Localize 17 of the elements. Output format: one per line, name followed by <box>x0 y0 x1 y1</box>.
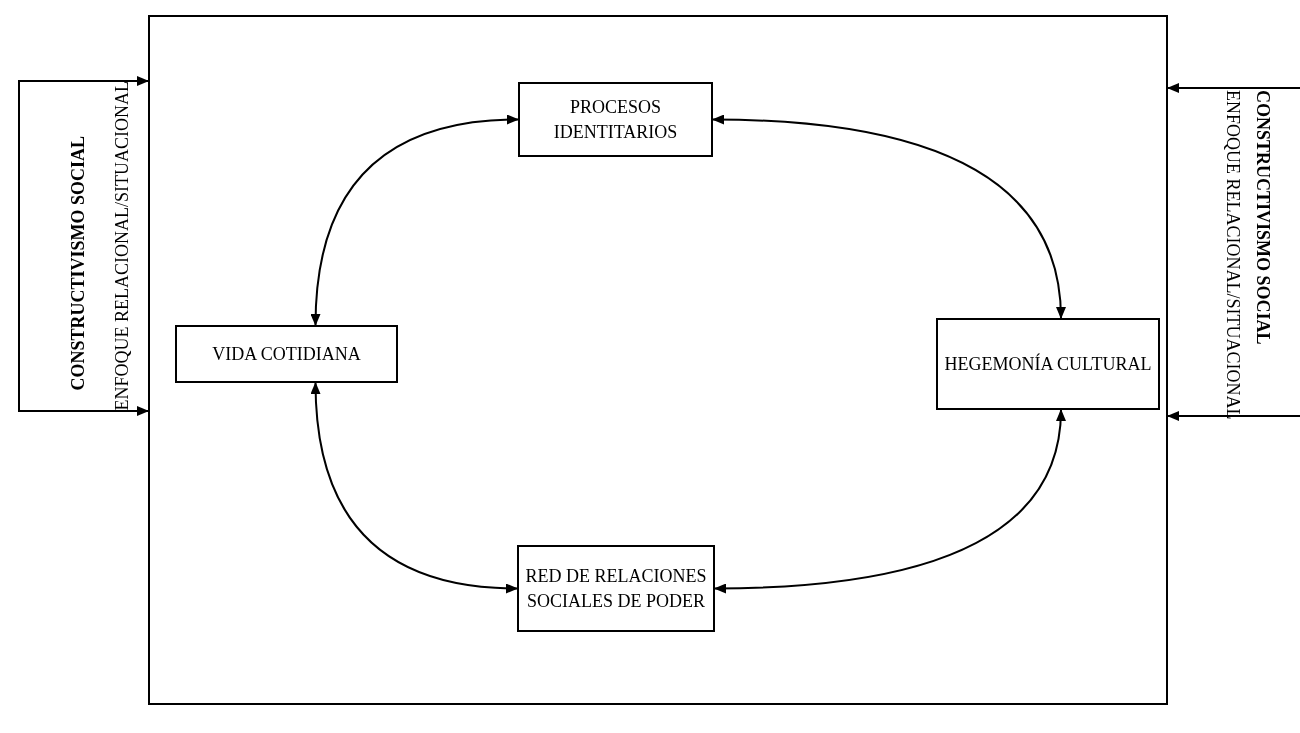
arrow <box>310 382 518 593</box>
arrow <box>17 406 149 416</box>
concept-box: HEGEMONÍA CULTURAL <box>936 318 1160 410</box>
subheading: ENFOQUE RELACIONAL/SITUACIONAL <box>112 81 133 411</box>
concept-box: VIDA COTIDIANA <box>175 325 398 383</box>
arrow <box>714 409 1066 594</box>
heading: CONSTRUCTIVISMO SOCIAL <box>1252 90 1273 345</box>
subheading: ENFOQUE RELACIONAL/SITUACIONAL <box>1222 90 1243 420</box>
arrow <box>311 115 519 326</box>
heading: CONSTRUCTIVISMO SOCIAL <box>68 136 89 391</box>
frame-box <box>148 15 1168 705</box>
arrow <box>17 76 149 86</box>
concept-box: RED DE RELACIONES SOCIALES DE PODER <box>517 545 715 632</box>
concept-box: PROCESOS IDENTITARIOS <box>518 82 713 157</box>
arrow <box>1167 83 1300 93</box>
arrow <box>1167 411 1300 421</box>
arrow <box>712 114 1066 319</box>
